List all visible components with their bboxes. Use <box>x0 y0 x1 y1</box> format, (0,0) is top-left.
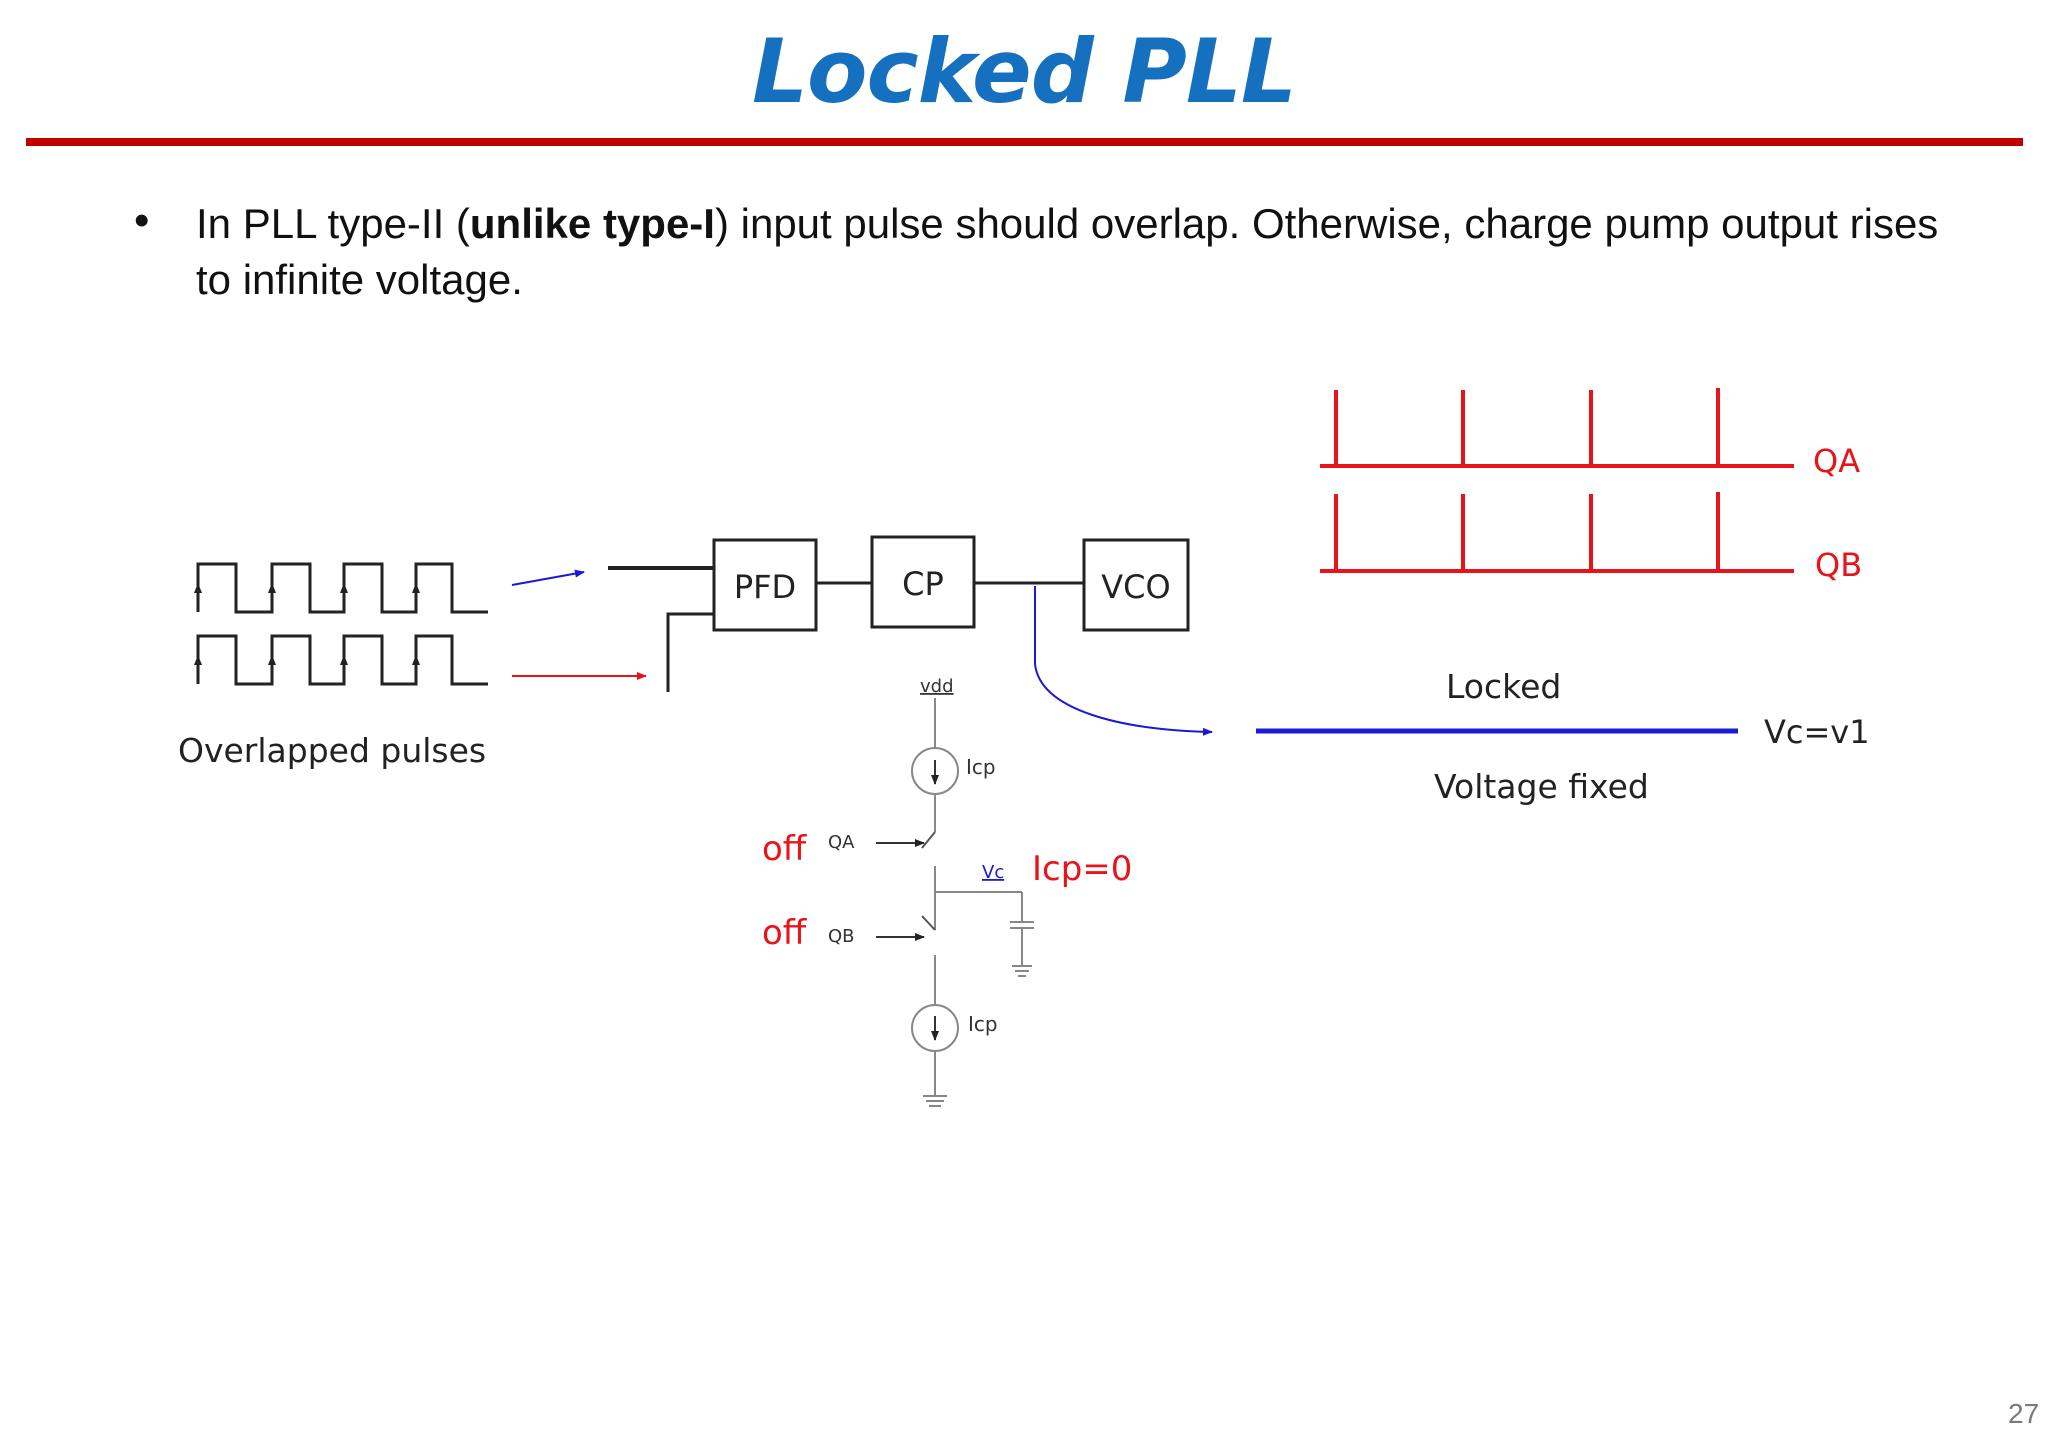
switch-b-state: off <box>762 913 808 953</box>
control-voltage-arrow <box>1034 586 1213 736</box>
pfd-block <box>712 538 818 632</box>
title-divider <box>26 138 2023 146</box>
locked-label: Locked <box>1446 667 1561 706</box>
vco-block <box>1082 538 1190 632</box>
qb-waveform <box>1320 492 1794 573</box>
vco-label: VCO <box>1101 568 1170 606</box>
switch-a-label: QA <box>828 832 855 853</box>
slide-title: Locked PLL <box>751 20 1297 123</box>
vc-node-label: Vc <box>982 862 1004 883</box>
reference-arrow <box>511 569 585 586</box>
icp-top-label: Icp <box>966 755 996 779</box>
bullet-text-part: ) input pulse should overlap. Otherwise,… <box>196 200 1939 303</box>
bullet-text-bold: unlike type-I <box>469 200 715 247</box>
pulse-train-b-edges <box>194 655 420 680</box>
switch-b-label: QB <box>828 926 855 947</box>
vdd-label: vdd <box>920 676 954 697</box>
vc-value-label: Vc=v1 <box>1764 713 1870 751</box>
pfd-label: PFD <box>734 568 796 606</box>
pulses-caption: Overlapped pulses <box>178 731 486 770</box>
qa-label: QA <box>1813 442 1860 480</box>
cp-label: CP <box>902 565 944 603</box>
charge-pump-circuit <box>911 698 1034 1107</box>
voltage-fixed-label: Voltage fixed <box>1434 767 1649 806</box>
bullet-text: In PLL type-II (unlike type-I) input pul… <box>196 196 1956 308</box>
bullet-marker: • <box>134 196 150 245</box>
pulse-train-a-edges <box>194 583 420 608</box>
bullet-text-part: In PLL type-II ( <box>196 200 470 247</box>
pulse-train-a <box>196 562 488 614</box>
qa-waveform <box>1320 388 1794 468</box>
pulse-train-b <box>196 634 488 686</box>
icp-bottom-label: Icp <box>968 1012 998 1036</box>
page-number: 27 <box>2008 1398 2040 1429</box>
icp-value-label: Icp=0 <box>1032 849 1132 889</box>
switch-a-state: off <box>762 829 808 869</box>
qb-label: QB <box>1815 546 1862 584</box>
pfd-input-b-wire <box>666 612 714 692</box>
